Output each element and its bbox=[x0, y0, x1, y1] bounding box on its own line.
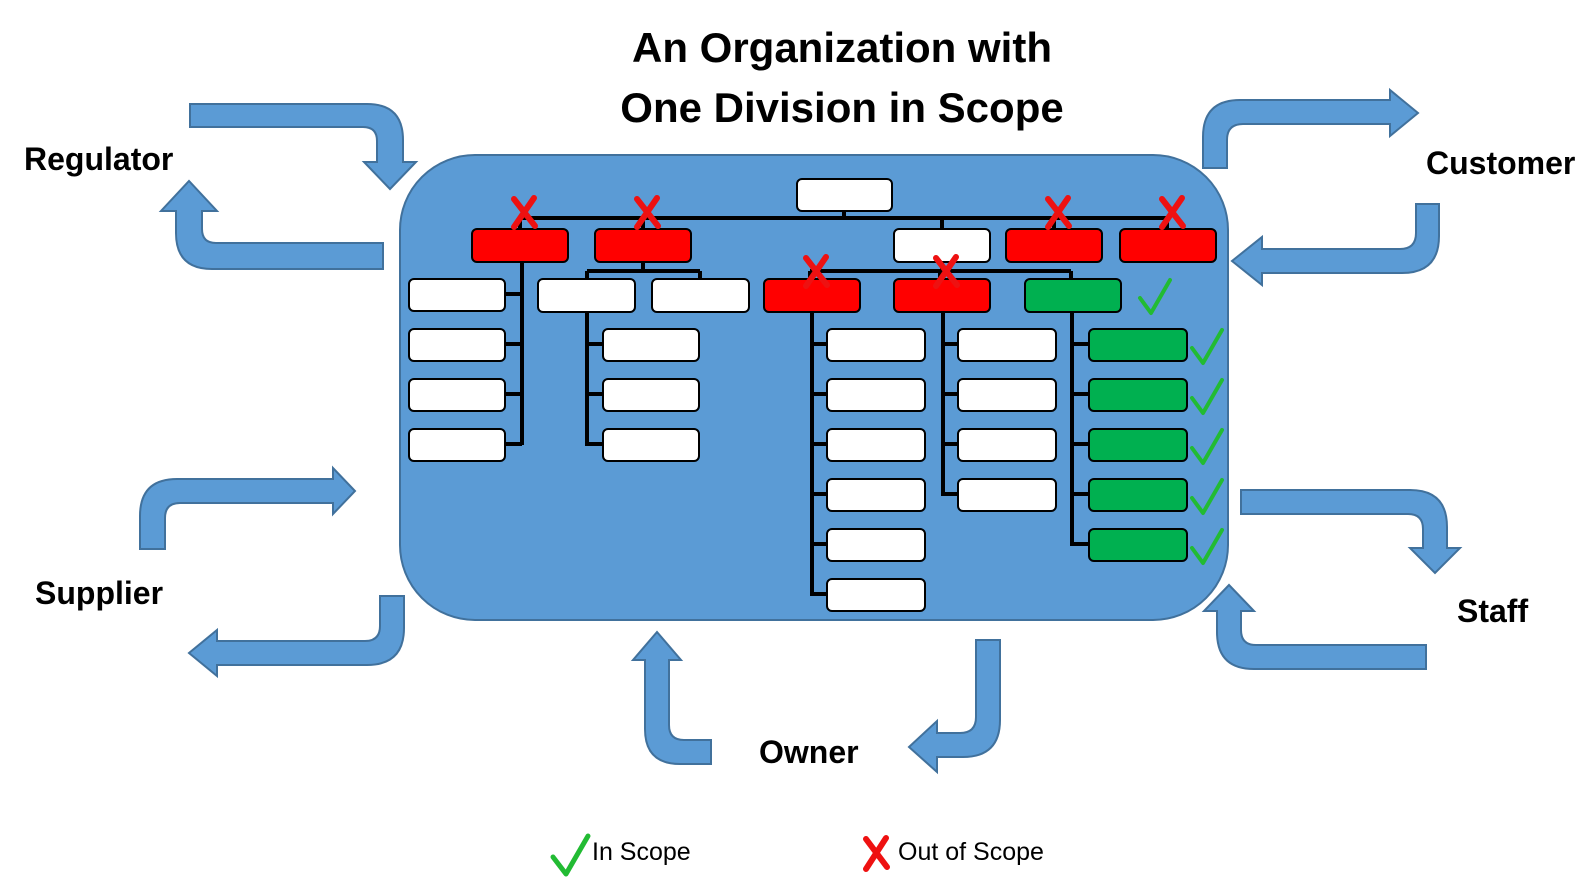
diagram-title-line-2: One Division in Scope bbox=[620, 84, 1063, 131]
third-group-1-subunit bbox=[826, 478, 926, 512]
org-division-1-out-of-scope bbox=[471, 228, 569, 263]
connector-third-group-3 bbox=[1070, 311, 1089, 546]
legend-in-scope-label: In Scope bbox=[592, 838, 691, 866]
third-group-3-subunit-check-icon bbox=[1190, 328, 1224, 365]
third-group-2-subunit bbox=[957, 328, 1057, 362]
stakeholder-arrows bbox=[139, 87, 1463, 775]
third-group-3-subunit-in-scope bbox=[1088, 528, 1188, 562]
org-division-3 bbox=[893, 228, 991, 263]
customer-label: Customer bbox=[1426, 145, 1575, 181]
org-division-2-out-of-scope bbox=[594, 228, 692, 263]
legend-out-of-scope-label: Out of Scope bbox=[898, 838, 1044, 866]
org-division-5-out-of-scope bbox=[1119, 228, 1217, 263]
connector-third-group-1 bbox=[810, 311, 827, 596]
second-division-subunit bbox=[602, 328, 700, 362]
connector-left-division bbox=[505, 262, 524, 446]
regulator-label: Regulator bbox=[24, 141, 173, 177]
third-group-2-subunit bbox=[957, 378, 1057, 412]
customer-outbound-arrow bbox=[1202, 87, 1420, 169]
third-group-3-subunit-check-icon bbox=[1190, 428, 1224, 465]
org-division-4-out-of-scope bbox=[1005, 228, 1103, 263]
third-division-group-1-out-of-scope bbox=[763, 278, 861, 313]
left-division-subunit bbox=[408, 428, 506, 462]
second-division-group bbox=[537, 278, 636, 313]
third-group-1-subunit bbox=[826, 578, 926, 612]
owner-label: Owner bbox=[759, 734, 859, 770]
org-division-1-cross-icon bbox=[511, 195, 538, 230]
check-icon bbox=[550, 833, 591, 877]
legend: In Scope Out of Scope bbox=[550, 833, 1044, 877]
third-division-group-3-in-scope bbox=[1024, 278, 1122, 313]
second-division-subunit bbox=[602, 378, 700, 412]
third-group-2-subunit bbox=[957, 428, 1057, 462]
third-group-3-subunit-check-icon bbox=[1190, 528, 1224, 565]
third-group-3-subunit-in-scope bbox=[1088, 378, 1188, 412]
owner-inbound-arrow bbox=[630, 630, 712, 765]
org-division-5-cross-icon bbox=[1159, 195, 1186, 230]
supplier-outbound-arrow bbox=[139, 465, 357, 550]
supplier-inbound-arrow bbox=[187, 595, 405, 679]
staff-inbound-arrow bbox=[1201, 583, 1427, 670]
third-group-1-subunit bbox=[826, 328, 926, 362]
third-division-group-1-cross-icon bbox=[803, 254, 830, 289]
third-group-1-subunit bbox=[826, 528, 926, 562]
staff-label: Staff bbox=[1457, 593, 1528, 629]
third-group-3-subunit-in-scope bbox=[1088, 478, 1188, 512]
third-group-3-subunit-check-icon bbox=[1190, 378, 1224, 415]
third-division-group-2-cross-icon bbox=[933, 254, 960, 289]
third-group-1-subunit bbox=[826, 428, 926, 462]
customer-inbound-arrow bbox=[1230, 203, 1440, 288]
scope-marks bbox=[511, 195, 1224, 565]
left-division-subunit bbox=[408, 278, 506, 312]
connector-third-group-2 bbox=[941, 311, 958, 496]
third-group-3-subunit-check-icon bbox=[1190, 478, 1224, 515]
third-group-3-subunit-in-scope bbox=[1088, 428, 1188, 462]
staff-outbound-arrow bbox=[1240, 489, 1463, 575]
regulator-outbound-arrow bbox=[158, 179, 384, 270]
second-division-group bbox=[651, 278, 750, 313]
third-division-group-2-out-of-scope bbox=[893, 278, 991, 313]
diagram-title-line-1: An Organization with bbox=[632, 24, 1052, 71]
third-group-2-subunit bbox=[957, 478, 1057, 512]
org-division-4-cross-icon bbox=[1045, 195, 1072, 230]
third-division-group-3-check-icon bbox=[1138, 278, 1172, 315]
second-division-subunit bbox=[602, 428, 700, 462]
left-division-subunit bbox=[408, 328, 506, 362]
third-group-3-subunit-in-scope bbox=[1088, 328, 1188, 362]
supplier-label: Supplier bbox=[35, 575, 163, 611]
org-unit-top bbox=[796, 178, 893, 212]
third-group-1-subunit bbox=[826, 378, 926, 412]
connector-second-division bbox=[585, 262, 702, 446]
owner-outbound-arrow bbox=[907, 639, 1001, 775]
left-division-subunit bbox=[408, 378, 506, 412]
cross-icon bbox=[863, 835, 890, 872]
org-division-2-cross-icon bbox=[634, 195, 661, 230]
org-chart-units bbox=[408, 178, 1217, 612]
regulator-inbound-arrow bbox=[189, 103, 419, 191]
